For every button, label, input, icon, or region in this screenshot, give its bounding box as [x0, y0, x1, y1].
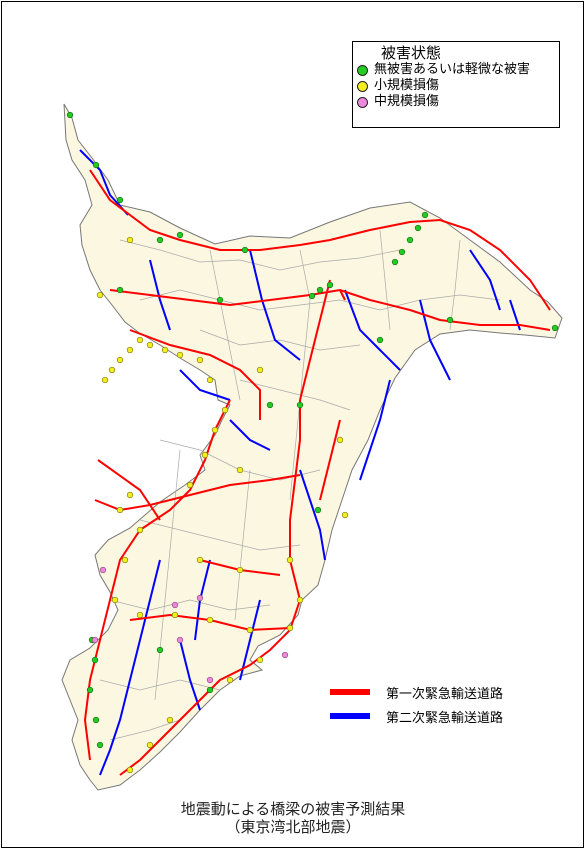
legend-label: 無被害あるいは軽微な被害 [374, 62, 531, 77]
road-legend: 第一次緊急輸送道路 第二次緊急輸送道路 [330, 680, 503, 728]
green-dot-icon [357, 64, 368, 76]
red-line-swatch [330, 689, 370, 695]
bridge-points-green [66, 111, 559, 749]
chiba-landmass [61, 103, 563, 791]
road-legend-secondary: 第二次緊急輸送道路 [330, 704, 503, 728]
road-legend-label: 第二次緊急輸送道路 [386, 710, 504, 726]
legend-label: 小規模損傷 [374, 78, 440, 93]
bridge-points-yellow [96, 236, 349, 774]
legend-item-medium: 中規模損傷 [357, 94, 559, 110]
legend-title: 被害状態 [381, 44, 442, 62]
pink-dot-icon [357, 96, 368, 108]
legend-label: 中規模損傷 [374, 94, 440, 109]
caption-subtitle: （東京湾北部地震） [225, 818, 361, 836]
road-legend-label: 第一次緊急輸送道路 [386, 686, 504, 702]
bridge-points-pink [91, 566, 289, 684]
municipal-boundaries [99, 229, 501, 741]
damage-legend: 被害状態 無被害あるいは軽微な被害 小規模損傷 中規模損傷 [352, 41, 560, 128]
road-legend-primary: 第一次緊急輸送道路 [330, 680, 503, 704]
caption-title: 地震動による橋梁の被害予測結果 [180, 800, 406, 818]
yellow-dot-icon [357, 80, 368, 92]
legend-item-small: 小規模損傷 [357, 78, 559, 94]
legend-item-none: 無被害あるいは軽微な被害 [357, 62, 559, 78]
blue-line-swatch [330, 713, 370, 719]
